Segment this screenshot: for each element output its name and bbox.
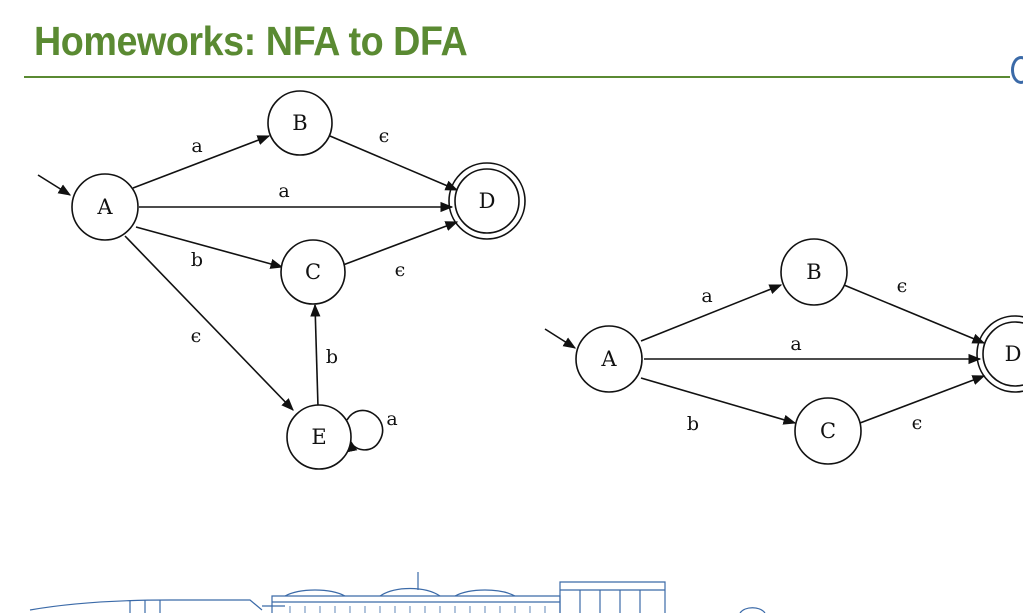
dfa-state-d bbox=[982, 321, 1023, 387]
nfa-edge-e-loop-label: a bbox=[386, 408, 397, 430]
dfa-state-c bbox=[794, 397, 862, 465]
nfa-state-e-label: E bbox=[311, 425, 326, 449]
dfa-edge-c-d-label: ϵ bbox=[912, 412, 923, 434]
dfa-state-a bbox=[575, 325, 643, 393]
nfa-edge-a-e bbox=[124, 235, 294, 411]
nfa-edge-c-d bbox=[342, 221, 459, 266]
dfa-state-b bbox=[780, 238, 848, 306]
nfa-state-c bbox=[280, 239, 346, 305]
nfa-edge-a-c bbox=[135, 226, 284, 269]
nfa-state-e bbox=[286, 404, 352, 470]
nfa-state-c-label: C bbox=[305, 260, 321, 284]
dfa-edge-a-b-label: a bbox=[701, 285, 712, 307]
dfa-diagram bbox=[544, 238, 1023, 465]
dfa-state-a-label: A bbox=[600, 347, 617, 371]
nfa-labels: A B C D E a a b ϵ ϵ ϵ b a bbox=[96, 111, 495, 449]
dfa-labels: A B C D a a b ϵ ϵ bbox=[600, 260, 1021, 443]
footer-building-illustration bbox=[29, 572, 766, 613]
nfa-start-arrow bbox=[37, 174, 72, 196]
dfa-edge-a-b bbox=[640, 284, 783, 342]
nfa-diagram bbox=[37, 90, 526, 470]
dfa-start-arrow bbox=[544, 328, 577, 349]
nfa-state-b bbox=[267, 90, 333, 156]
nfa-state-b-label: B bbox=[292, 111, 307, 135]
nfa-edge-b-d bbox=[329, 135, 459, 191]
dfa-state-d-label: D bbox=[1005, 342, 1022, 366]
dfa-edge-a-c-label: b bbox=[687, 413, 699, 435]
nfa-edge-e-c-label: b bbox=[326, 346, 338, 368]
logo-mark bbox=[1011, 56, 1023, 84]
nfa-state-a bbox=[71, 173, 139, 241]
nfa-edge-a-b bbox=[132, 135, 271, 189]
dfa-edge-a-d-label: a bbox=[790, 333, 801, 355]
slide-title: Homeworks: NFA to DFA bbox=[34, 18, 468, 64]
nfa-state-a-label: A bbox=[96, 195, 113, 219]
dfa-edge-b-d bbox=[843, 284, 986, 344]
nfa-state-d-accept-ring bbox=[448, 162, 526, 240]
nfa-edge-a-c-label: b bbox=[191, 249, 203, 271]
nfa-edge-a-d-label: a bbox=[278, 180, 289, 202]
dfa-edge-a-c bbox=[640, 377, 797, 425]
nfa-edge-e-c bbox=[310, 303, 321, 408]
dfa-state-b-label: B bbox=[806, 260, 821, 284]
title-divider bbox=[24, 76, 1010, 78]
nfa-edge-a-b-label: a bbox=[191, 135, 202, 157]
nfa-edge-a-e-label: ϵ bbox=[191, 325, 202, 347]
nfa-edge-e-loop bbox=[346, 409, 384, 453]
dfa-edge-b-d-label: ϵ bbox=[897, 275, 908, 297]
nfa-state-d bbox=[454, 168, 520, 234]
nfa-edge-c-d-label: ϵ bbox=[395, 259, 406, 281]
nfa-edge-b-d-label: ϵ bbox=[379, 125, 390, 147]
dfa-state-d-accept-ring bbox=[976, 315, 1023, 393]
nfa-state-d-label: D bbox=[479, 189, 496, 213]
dfa-edge-c-d bbox=[859, 375, 986, 424]
dfa-state-c-label: C bbox=[820, 419, 836, 443]
